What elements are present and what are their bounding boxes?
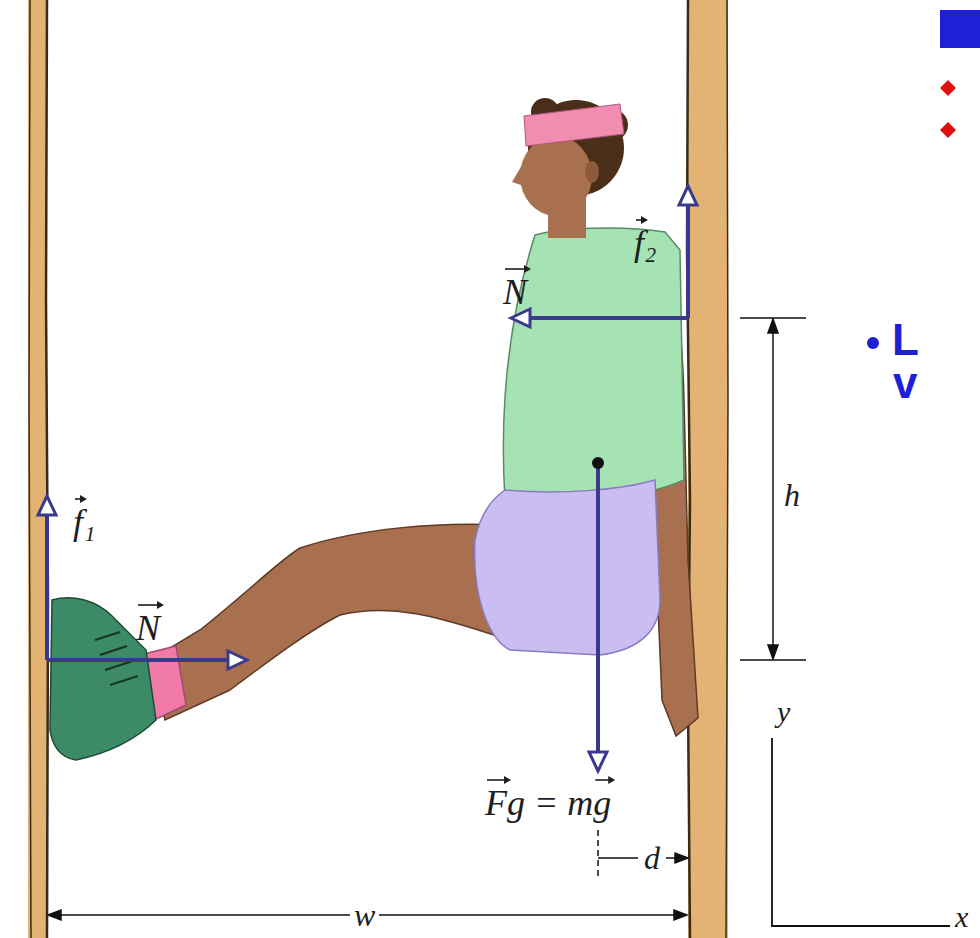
left-wall bbox=[28, 0, 47, 938]
vector-arrowhead bbox=[504, 776, 511, 784]
arrowhead bbox=[679, 186, 697, 205]
right-wall-edge bbox=[687, 0, 690, 938]
force-label: N bbox=[136, 610, 160, 646]
force-arrow bbox=[596, 463, 600, 752]
bullet-dot bbox=[867, 337, 879, 349]
dimension-label: d bbox=[644, 842, 660, 874]
shirt bbox=[503, 228, 684, 502]
face bbox=[520, 136, 592, 216]
headband bbox=[524, 104, 624, 146]
slide-fragment bbox=[940, 10, 980, 48]
arrowhead bbox=[768, 645, 778, 659]
arrowhead bbox=[768, 319, 778, 333]
nose bbox=[512, 165, 524, 186]
vector-arrowhead bbox=[524, 265, 531, 273]
force-arrow bbox=[47, 658, 228, 662]
vector-arrowhead bbox=[641, 216, 648, 224]
force-label: f₂ bbox=[634, 225, 657, 261]
arrowhead bbox=[511, 309, 530, 327]
dimension-h bbox=[740, 318, 806, 660]
bullet-diamond bbox=[940, 122, 956, 138]
dimension-label: w bbox=[350, 899, 379, 931]
bullet-diamond bbox=[940, 80, 956, 96]
dimension-line bbox=[772, 330, 774, 648]
vector-arrowhead bbox=[157, 601, 164, 609]
vector-arrowhead bbox=[608, 776, 615, 784]
right-wall-edge bbox=[726, 0, 728, 938]
slide-text: L bbox=[892, 318, 919, 362]
arrowhead bbox=[38, 496, 56, 515]
center-of-mass bbox=[592, 457, 604, 469]
dimension-d bbox=[598, 830, 688, 880]
dashed-line bbox=[597, 830, 599, 880]
ear bbox=[585, 161, 599, 183]
arrowhead bbox=[228, 651, 247, 669]
y-axis bbox=[771, 738, 773, 926]
arrowhead bbox=[48, 910, 61, 920]
axis-label: x bbox=[955, 902, 968, 932]
vector-arrowhead bbox=[80, 495, 87, 503]
force-label: Fg = mg bbox=[485, 785, 611, 821]
right-wall bbox=[688, 0, 728, 938]
force-arrow bbox=[686, 205, 690, 318]
x-axis bbox=[771, 925, 950, 927]
dimension-line bbox=[598, 857, 638, 859]
left-wall-edge bbox=[46, 0, 48, 938]
force-vectors bbox=[38, 186, 697, 771]
force-arrow bbox=[530, 316, 688, 320]
shorts bbox=[475, 480, 660, 655]
arrowhead bbox=[674, 910, 687, 920]
force-label: N bbox=[503, 274, 527, 310]
slide-text: v bbox=[893, 361, 917, 405]
axes bbox=[771, 738, 950, 926]
left-wall-edge bbox=[29, 0, 31, 938]
force-label: f₁ bbox=[73, 504, 96, 540]
arrowhead bbox=[589, 752, 607, 771]
arrowhead bbox=[675, 853, 688, 863]
force-arrow bbox=[45, 515, 49, 660]
axis-label: y bbox=[777, 697, 790, 727]
dimension-label: h bbox=[784, 479, 800, 511]
leg bbox=[150, 524, 510, 720]
